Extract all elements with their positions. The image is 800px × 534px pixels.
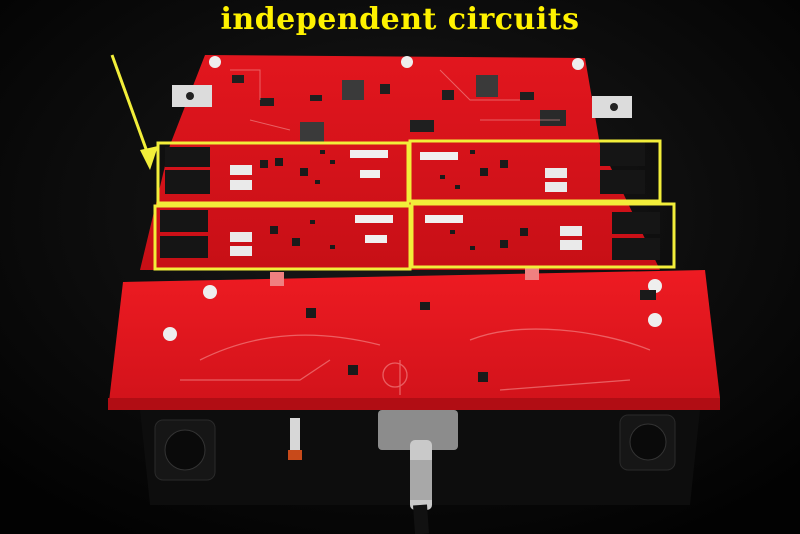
chassis xyxy=(140,410,700,534)
back-pcb xyxy=(140,55,660,270)
highlight-box xyxy=(156,141,410,205)
caption: independent circuits xyxy=(220,2,580,37)
channel-left-top xyxy=(165,147,388,194)
highlight-boxes xyxy=(153,139,676,271)
highlight-box xyxy=(410,202,676,269)
channel-right-bottom xyxy=(425,212,660,260)
channel-left-bottom xyxy=(160,210,393,258)
highlight-box xyxy=(408,139,662,203)
front-pcb xyxy=(108,266,720,410)
arrow-icon xyxy=(110,54,158,170)
channel-right-top xyxy=(420,142,645,194)
highlight-box xyxy=(153,204,412,271)
